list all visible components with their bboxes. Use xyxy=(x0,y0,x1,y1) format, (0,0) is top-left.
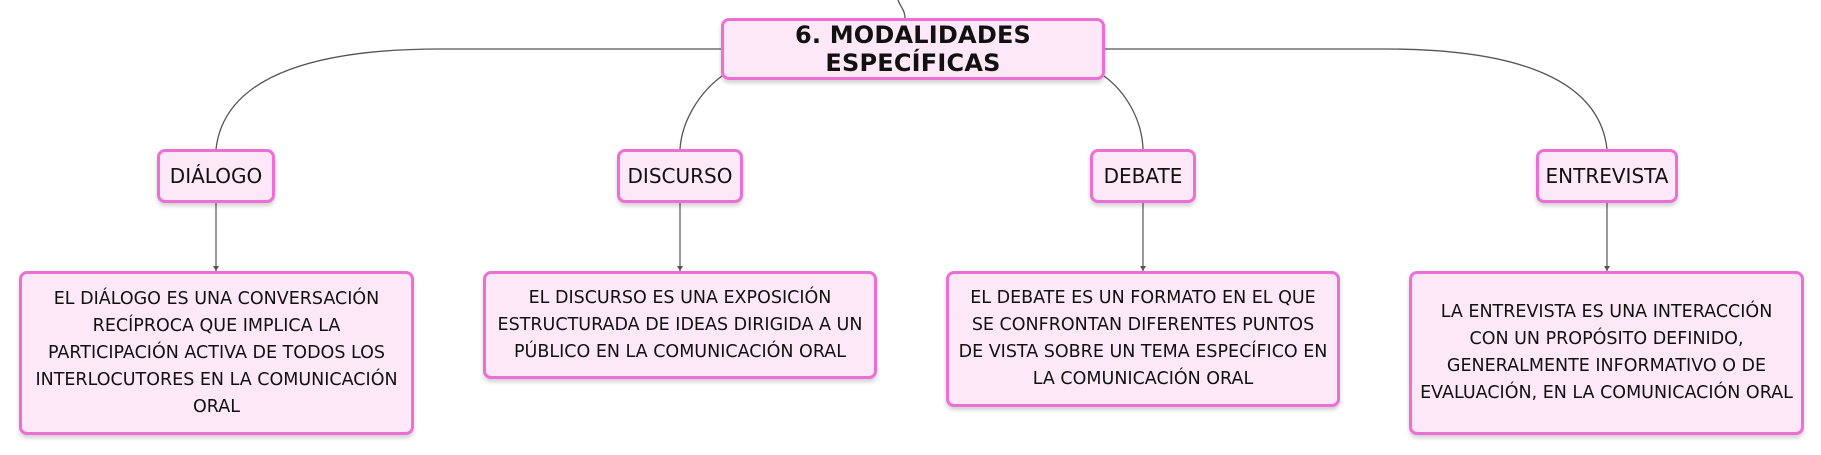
description-text: EL DEBATE ES UN FORMATO EN EL QUE SE CON… xyxy=(958,288,1328,389)
topic-debate[interactable]: DEBATE xyxy=(1090,149,1196,203)
description-discurso[interactable]: EL DISCURSO ES UNA EXPOSICIÓN ESTRUCTURA… xyxy=(483,271,877,379)
root-topic-label: 6. MODALIDADES ESPECÍFICAS xyxy=(794,21,1032,77)
topic-label: DEBATE xyxy=(1103,164,1183,188)
topic-label: ENTREVISTA xyxy=(1545,164,1669,188)
connector-root-debate xyxy=(1103,75,1144,150)
topic-discurso[interactable]: DISCURSO xyxy=(617,149,743,203)
description-text: EL DIÁLOGO ES UNA CONVERSACIÓN RECÍPROCA… xyxy=(35,288,398,417)
connector-root-discurso xyxy=(679,75,723,150)
arrowhead-dialogo xyxy=(213,266,219,271)
connector-root-entrevista xyxy=(1105,48,1608,150)
arrowhead-discurso xyxy=(677,266,683,271)
description-dialogo[interactable]: EL DIÁLOGO ES UNA CONVERSACIÓN RECÍPROCA… xyxy=(19,271,414,435)
connector-to-parent xyxy=(897,0,906,19)
arrowhead-entrevista xyxy=(1604,266,1610,271)
topic-dialogo[interactable]: DIÁLOGO xyxy=(157,149,275,203)
description-text: EL DISCURSO ES UNA EXPOSICIÓN ESTRUCTURA… xyxy=(497,287,863,362)
topic-label: DISCURSO xyxy=(627,164,733,188)
connector-root-dialogo xyxy=(215,48,721,150)
arrowhead-debate xyxy=(1140,266,1146,271)
description-debate[interactable]: EL DEBATE ES UN FORMATO EN EL QUE SE CON… xyxy=(946,271,1340,407)
topic-label: DIÁLOGO xyxy=(169,164,263,188)
topic-entrevista[interactable]: ENTREVISTA xyxy=(1536,149,1678,203)
root-topic-modalidades-especificas[interactable]: 6. MODALIDADES ESPECÍFICAS xyxy=(721,18,1105,80)
description-entrevista[interactable]: LA ENTREVISTA ES UNA INTERACCIÓN CON UN … xyxy=(1409,271,1804,435)
description-text: LA ENTREVISTA ES UNA INTERACCIÓN CON UN … xyxy=(1420,302,1793,403)
